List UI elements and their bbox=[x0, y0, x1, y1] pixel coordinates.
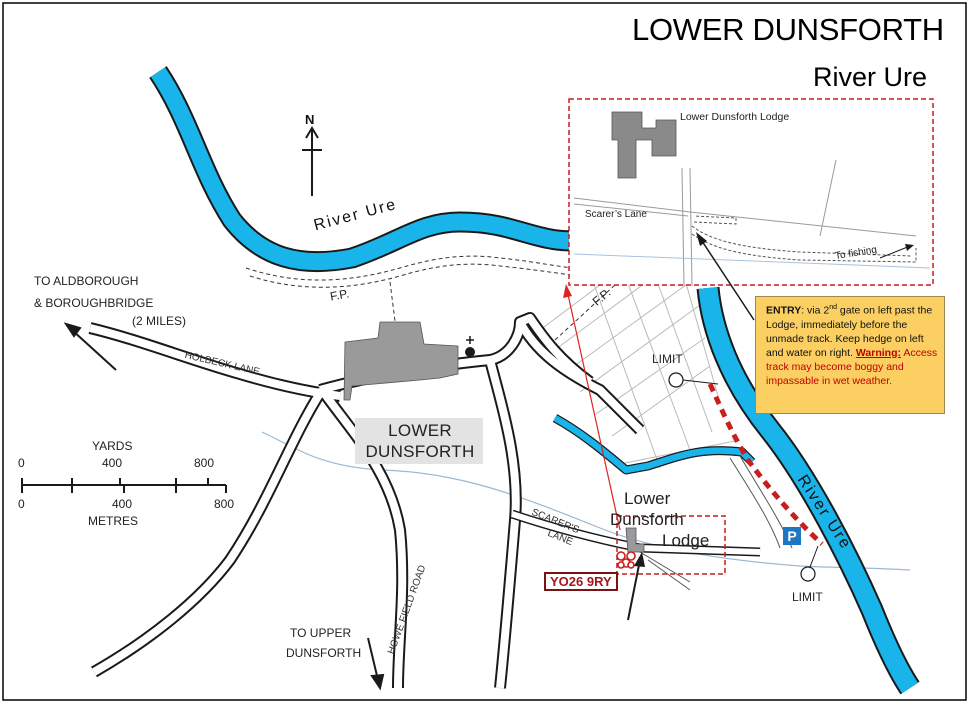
limit-label: LIMIT bbox=[792, 590, 823, 604]
stream bbox=[261, 431, 911, 571]
scale-bar bbox=[21, 478, 227, 493]
destination-label: DUNSFORTH bbox=[286, 646, 362, 660]
lodge-building bbox=[625, 527, 645, 553]
entry-superscript: nd bbox=[829, 304, 838, 311]
scale-tick-label: 0 bbox=[18, 456, 25, 470]
warning-text: Access track may become boggy and impass… bbox=[766, 346, 938, 387]
destination-label: & BOROUGHBRIDGE bbox=[34, 296, 154, 310]
direction-arrow-upper-icon bbox=[367, 637, 385, 691]
scale-tick-label: 0 bbox=[18, 497, 25, 511]
warning-heading: Warning: bbox=[855, 346, 901, 359]
inset-lodge-building bbox=[611, 111, 677, 179]
page-subtitle: River Ure bbox=[813, 62, 928, 92]
lodge-access-arrow-icon bbox=[627, 559, 641, 621]
direction-arrow-aldborough-icon bbox=[63, 322, 117, 371]
scale-tick-label: 800 bbox=[194, 456, 215, 470]
entry-info-box: ENTRY: via 2nd gate on left past the Lod… bbox=[755, 296, 945, 414]
lodge-label-line: Lower bbox=[624, 489, 671, 508]
fishing-bank-highlight bbox=[707, 382, 824, 546]
scale-tick-label: 400 bbox=[102, 456, 123, 470]
destination-label: TO ALDBOROUGH bbox=[34, 274, 139, 288]
limit-label: LIMIT bbox=[652, 352, 683, 366]
inset-fishing-arrow-icon bbox=[879, 245, 911, 259]
inset-lodge-label: Lower Dunsforth Lodge bbox=[680, 111, 790, 123]
limit-marker-lower bbox=[800, 566, 816, 582]
scale-yards-label: YARDS bbox=[92, 439, 133, 453]
inset-lane-label: Scarer’s Lane bbox=[585, 209, 647, 220]
entry-text: : via 2 bbox=[801, 304, 830, 317]
page-title: LOWER DUNSFORTH bbox=[632, 12, 944, 47]
scale-tick-label: 400 bbox=[112, 497, 133, 511]
scale-tick-label: 800 bbox=[214, 497, 235, 511]
lodge-marker-icon bbox=[616, 551, 636, 569]
entry-text: gate on left past the Lodge, immediately… bbox=[766, 304, 933, 359]
destination-label: (2 MILES) bbox=[132, 314, 187, 328]
scale-metres-label: METRES bbox=[88, 514, 139, 528]
entry-pointer-arrow-icon bbox=[699, 237, 755, 321]
entry-heading: ENTRY bbox=[766, 304, 802, 317]
north-label: N bbox=[305, 112, 315, 127]
village-buildings bbox=[343, 321, 459, 401]
village-label-box bbox=[355, 418, 483, 464]
village-label: LOWER DUNSFORTH bbox=[365, 421, 475, 461]
destination-label: TO UPPER bbox=[290, 626, 352, 640]
church-icon bbox=[465, 347, 475, 357]
postcode-label: YO26 9RY bbox=[544, 572, 618, 591]
lodge-label-line: Dunsforth bbox=[610, 510, 684, 529]
lodge-label-line: Lodge bbox=[662, 531, 710, 550]
north-arrow-icon bbox=[302, 126, 322, 196]
parking-icon: P bbox=[783, 527, 801, 545]
limit-marker-upper bbox=[668, 372, 684, 388]
lodge-zoom-frame bbox=[616, 515, 726, 575]
inset-connector-arrow bbox=[566, 289, 621, 531]
